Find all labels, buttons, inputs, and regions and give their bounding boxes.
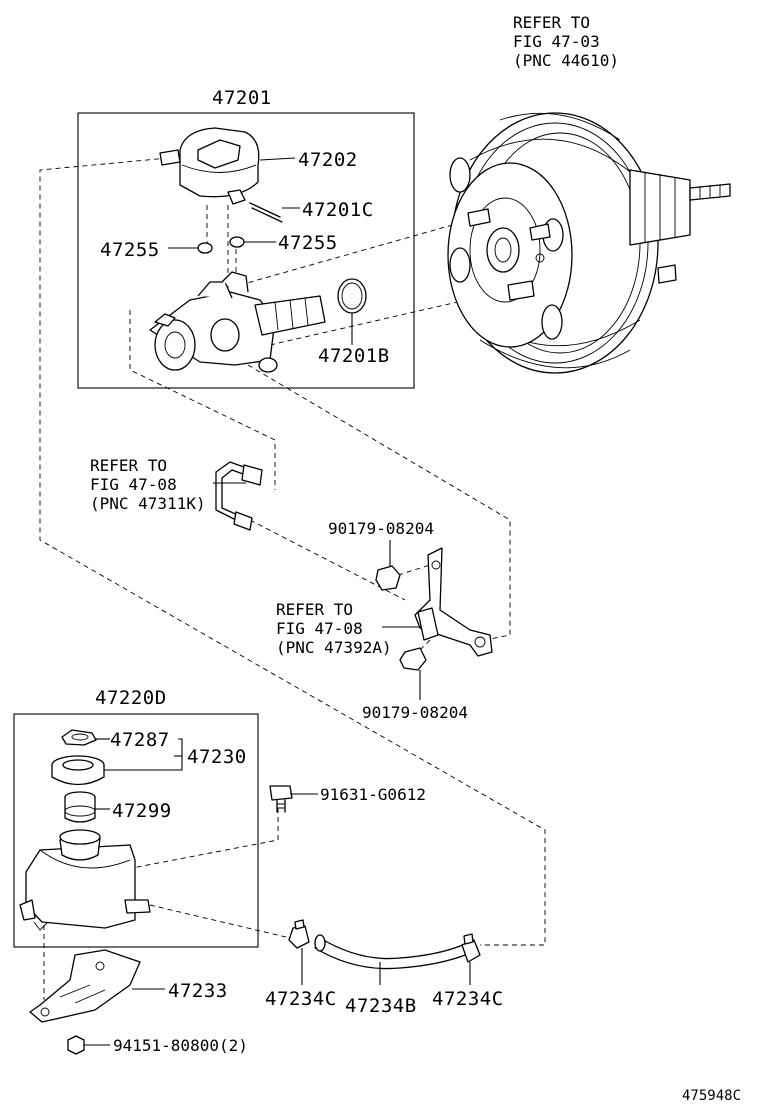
reservoir-tank: [19, 729, 151, 931]
label-94151: 94151-80800(2): [113, 1036, 248, 1055]
ref-booster-line-1: REFER TO: [513, 13, 590, 32]
label-90179-top: 90179-08204: [328, 519, 434, 538]
label-91631: 91631-G0612: [320, 785, 426, 804]
label-47201: 47201: [212, 87, 272, 109]
label-47233: 47233: [168, 980, 228, 1002]
label-47201c: 47201C: [302, 199, 374, 221]
label-47201b: 47201B: [318, 345, 390, 367]
ref-booster-line-3: (PNC 44610): [513, 51, 619, 70]
label-90179-bottom: 90179-08204: [362, 703, 468, 722]
bottom-nut: [67, 1035, 85, 1055]
ref-bracket-line-2: FIG 47-08: [276, 619, 363, 638]
reference-notes: REFER TO FIG 47-03 (PNC 44610) REFER TO …: [90, 13, 619, 657]
leader-lines: [84, 157, 471, 1046]
part-labels: 47201 47202 47201C 47255 47255 47201B 90…: [95, 87, 741, 1104]
label-47255-left: 47255: [100, 239, 160, 261]
master-cylinder-assy-box: [77, 112, 415, 389]
brake-booster: [447, 112, 731, 374]
reservoir-tank-assy-box: [13, 713, 259, 948]
tank-bolt: [269, 785, 293, 813]
ref-tube-line-2: FIG 47-08: [90, 475, 177, 494]
master-cylinder: [149, 127, 367, 373]
label-47234c-left: 47234C: [265, 988, 337, 1010]
dashed-guide-lines: [39, 157, 546, 1000]
mounting-bracket: [375, 547, 493, 671]
label-47234c-right: 47234C: [432, 988, 504, 1010]
figure-code: 475948C: [682, 1088, 741, 1104]
ref-bracket-line-3: (PNC 47392A): [276, 638, 392, 657]
label-47234b: 47234B: [345, 995, 417, 1017]
ref-tube-line-1: REFER TO: [90, 456, 167, 475]
label-47202: 47202: [298, 149, 358, 171]
ref-tube-line-3: (PNC 47311K): [90, 494, 206, 513]
tank-bracket: [29, 949, 141, 1023]
ref-booster-line-2: FIG 47-03: [513, 32, 600, 51]
ref-bracket-line-1: REFER TO: [276, 600, 353, 619]
label-47255-right: 47255: [278, 232, 338, 254]
label-47299: 47299: [112, 800, 172, 822]
label-47230: 47230: [187, 746, 247, 768]
hose-and-clips: [288, 919, 481, 970]
label-47287: 47287: [110, 729, 170, 751]
label-47220d: 47220D: [95, 687, 167, 709]
brake-tube: [215, 461, 263, 531]
